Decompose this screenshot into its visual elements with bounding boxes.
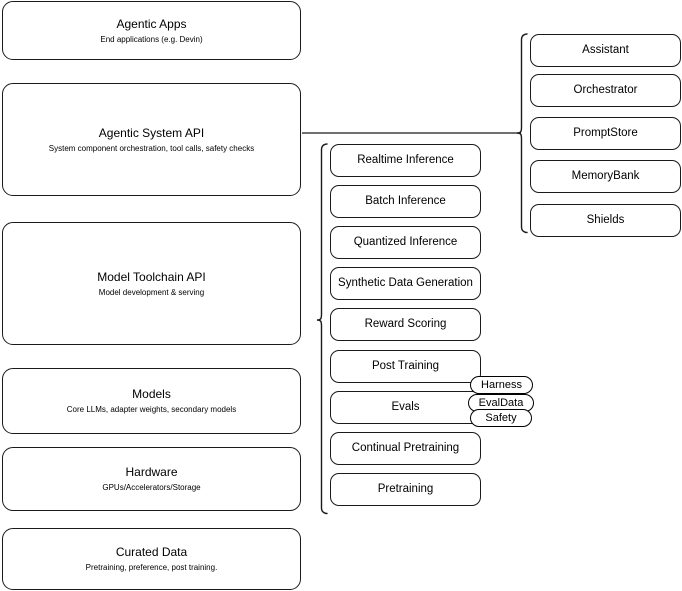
layer-title: Model Toolchain API: [97, 269, 206, 284]
component-label: Shields: [586, 214, 625, 226]
right-brace: [516, 33, 528, 234]
component-label: Pretraining: [377, 483, 434, 495]
component-label: MemoryBank: [571, 170, 640, 182]
layer-subtitle: GPUs/Accelerators/Storage: [102, 483, 201, 492]
component-label: Batch Inference: [365, 195, 446, 207]
layer-subtitle: Core LLMs, adapter weights, secondary mo…: [66, 405, 237, 414]
layer-hardware[interactable]: Hardware GPUs/Accelerators/Storage: [2, 447, 301, 511]
eval-tag-label: Safety: [485, 412, 517, 424]
eval-tag-label: EvalData: [478, 397, 524, 409]
component-reward-scoring[interactable]: Reward Scoring: [330, 308, 481, 341]
component-realtime-inference[interactable]: Realtime Inference: [330, 144, 481, 177]
component-continual-pretraining[interactable]: Continual Pretraining: [330, 432, 481, 465]
layer-title: Agentic Apps: [116, 16, 187, 31]
layer-subtitle: Model development & serving: [98, 287, 205, 297]
layer-subtitle: End applications (e.g. Devin): [100, 34, 203, 44]
component-shields[interactable]: Shields: [530, 204, 681, 237]
component-memorybank[interactable]: MemoryBank: [530, 160, 681, 193]
component-synthetic-data-generation[interactable]: Synthetic Data Generation: [330, 267, 481, 300]
component-label: Orchestrator: [573, 84, 638, 96]
eval-tag-label: Harness: [481, 379, 522, 391]
component-evals[interactable]: Evals: [330, 391, 481, 424]
layer-models[interactable]: Models Core LLMs, adapter weights, secon…: [2, 368, 301, 434]
component-quantized-inference[interactable]: Quantized Inference: [330, 226, 481, 259]
layer-title: Models: [132, 387, 171, 401]
component-post-training[interactable]: Post Training: [330, 350, 481, 383]
component-orchestrator[interactable]: Orchestrator: [530, 74, 681, 107]
eval-tag-safety[interactable]: Safety: [470, 409, 532, 427]
component-label: PromptStore: [573, 127, 638, 139]
component-label: Evals: [391, 401, 420, 413]
layer-title: Curated Data: [115, 545, 188, 559]
layer-subtitle: Pretraining, preference, post training.: [85, 563, 218, 572]
component-label: Reward Scoring: [364, 318, 447, 330]
layer-agentic-system-api[interactable]: Agentic System API System component orch…: [2, 83, 301, 196]
layer-curated-data[interactable]: Curated Data Pretraining, preference, po…: [2, 528, 301, 590]
layer-model-toolchain-api[interactable]: Model Toolchain API Model development & …: [2, 222, 301, 345]
layer-title: Agentic System API: [98, 125, 205, 140]
eval-tag-harness[interactable]: Harness: [470, 376, 533, 394]
layer-subtitle: System component orchestration, tool cal…: [48, 143, 255, 153]
component-label: Continual Pretraining: [351, 442, 460, 454]
component-label: Quantized Inference: [353, 236, 458, 248]
component-label: Post Training: [371, 360, 440, 372]
component-promptstore[interactable]: PromptStore: [530, 117, 681, 150]
component-assistant[interactable]: Assistant: [530, 34, 681, 67]
middle-brace: [316, 143, 328, 515]
layer-agentic-apps[interactable]: Agentic Apps End applications (e.g. Devi…: [2, 1, 301, 60]
component-pretraining[interactable]: Pretraining: [330, 473, 481, 506]
component-label: Realtime Inference: [357, 154, 454, 166]
component-batch-inference[interactable]: Batch Inference: [330, 185, 481, 218]
component-label: Synthetic Data Generation: [338, 277, 473, 289]
layer-title: Hardware: [125, 465, 178, 479]
component-label: Assistant: [582, 44, 629, 56]
